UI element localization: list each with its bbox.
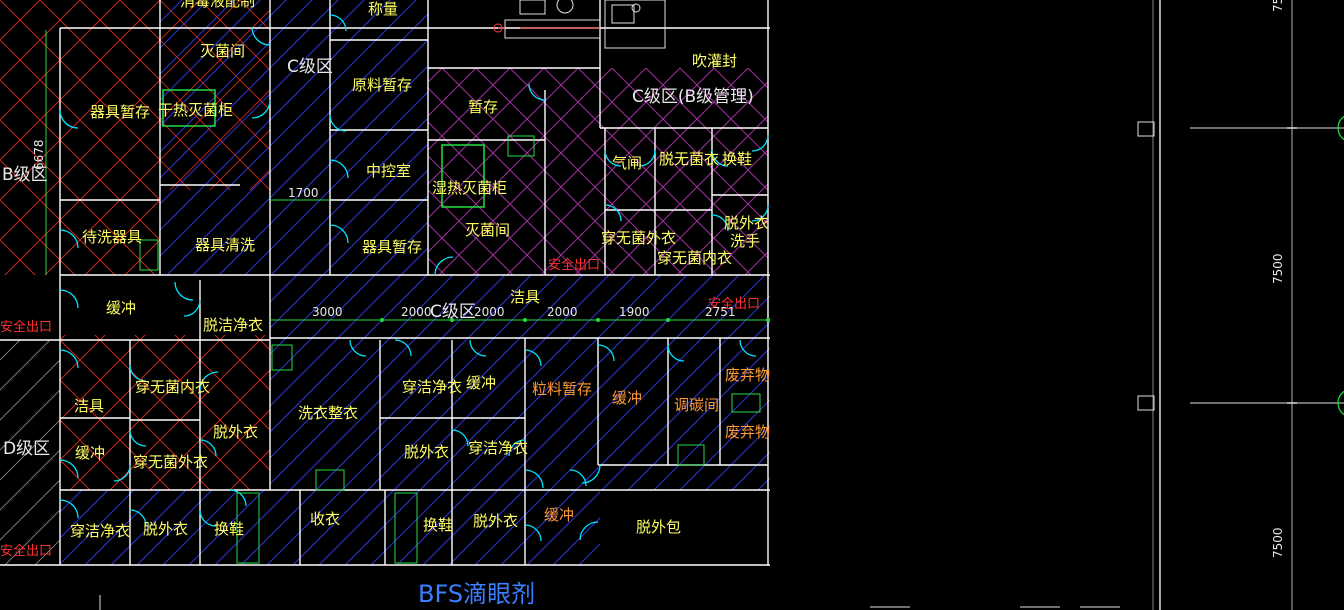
corridor-area [270,275,770,340]
shoe-bench-2 [394,492,418,564]
room-tool-store-1: 器具暂存 [90,103,150,121]
room-buffer-2: 缓冲 [75,444,105,462]
zone-fills [0,0,770,565]
dim-1900: 1900 [619,305,650,319]
dimension-lines [45,30,770,322]
dry-heat-cabinet-outline [162,89,216,127]
sink-6 [731,393,761,413]
room-labels: 消毒液配制 称量 灭菌间 器具暂存 干热灭菌柜 原料暂存 暂存 吹灌封 中控室 … [70,0,770,540]
dim-3000: 3000 [312,305,343,319]
sink-3 [271,344,293,371]
equipment [139,0,761,564]
room-pellet-store: 粒料暂存 [532,380,592,398]
dimension-labels: 1700 3000 2000 2000 2000 1900 2751 6678 … [32,0,1285,558]
zone-label-b: B级区 [2,165,48,185]
room-buffer-3: 缓冲 [466,374,496,392]
zone-label-c-b-managed: C级区(B级管理) [632,87,754,107]
room-buffer-5: 缓冲 [544,506,574,524]
room-undress-outer-2: 脱外衣 [404,443,449,461]
room-buffer-4: 缓冲 [612,389,642,407]
zone-labels: C级区 C级区(B级管理) B级区 C级区 D级区 [2,57,754,459]
room-dress-clean-3: 穿洁净衣 [70,522,130,540]
dim-1700: 1700 [288,186,319,200]
dim-6678: 6678 [32,139,46,170]
sink-2 [507,135,535,157]
room-sterilize-2: 灭菌间 [465,221,510,239]
drawing-title: BFS滴眼剂 [418,580,535,608]
bfs-machine [493,0,666,49]
room-change-shoes-2: 换鞋 [214,520,244,538]
right-grid [99,0,1344,610]
dim-2000a: 2000 [401,305,432,319]
doors [59,14,769,542]
sink-5 [677,444,705,466]
b-dressing-area [60,335,270,490]
walls [0,0,770,566]
exit-label-1: 安全出口 [0,319,52,335]
room-dress-sterile-outer: 穿无菌外衣 [601,229,676,247]
room-dress-sterile-outer-2: 穿无菌外衣 [133,453,208,471]
room-tools-to-wash: 待洗器具 [82,228,142,246]
room-disinfect: 消毒液配制 [180,0,255,10]
room-waste-2: 废弃物 [725,423,770,441]
room-undress-outer-3: 脱外衣 [143,520,188,538]
dim-2000b: 2000 [474,305,505,319]
shoe-bench-1 [236,492,260,564]
room-undress-outer-1: 脱外衣 [213,423,258,441]
room-undress-wash: 脱外衣洗手 [724,214,769,250]
room-unpack: 脱外包 [636,518,681,536]
room-tool-store-2: 器具暂存 [362,238,422,256]
moist-heat-cabinet-outline [441,144,485,208]
room-dress-sterile-inner-2: 穿无菌内衣 [135,378,210,396]
dim-7500a: 7500 [1271,0,1285,12]
room-cleaning-tools-top: 洁具 [510,288,540,306]
bottom-rooms-area [60,490,600,565]
zone-label-c-mid: C级区 [430,302,476,322]
room-weigh: 称量 [368,0,398,18]
room-airlock: 气闸 [612,154,642,172]
room-change-shoes-1: 换鞋 [722,150,752,168]
room-dry-heat-cabinet: 干热灭菌柜 [158,101,233,119]
zone-label-d: D级区 [3,439,50,459]
exit-label-3: 安全出口 [708,296,760,312]
room-cleaning-tools-left: 洁具 [74,397,104,415]
d-zone-area [0,340,60,565]
room-temp-store: 暂存 [468,98,498,116]
room-collect-clothes: 收衣 [310,510,340,528]
exit-labels: 安全出口 安全出口 安全出口 安全出口 [0,257,760,559]
room-dress-clean-1: 穿洁净衣 [402,378,462,396]
zone-label-c-top: C级区 [287,57,333,77]
room-waste-1: 废弃物 [725,366,770,384]
room-change-shoes-3: 换鞋 [423,516,453,534]
room-tool-washing: 器具清洗 [195,236,255,254]
dim-2751: 2751 [705,305,736,319]
dim-7500c: 7500 [1271,527,1285,558]
dim-2000c: 2000 [547,305,578,319]
room-buffer-1: 缓冲 [106,299,136,317]
room-moist-heat-cabinet: 湿热灭菌柜 [432,179,507,197]
room-dress-clean-2: 穿洁净衣 [468,439,528,457]
sink-1 [139,239,159,271]
sink-4 [315,469,345,491]
exit-label-2: 安全出口 [548,257,600,273]
room-mixing: 调碳间 [674,396,719,414]
room-undress-outer-4: 脱外衣 [473,512,518,530]
room-raw-store: 原料暂存 [352,76,412,94]
room-blow-fill-seal: 吹灌封 [692,52,737,70]
room-sterilize-1: 灭菌间 [200,42,245,60]
room-undress-sterile: 脱无菌衣 [659,150,719,168]
exit-label-4: 安全出口 [0,543,52,559]
room-control: 中控室 [366,162,411,180]
room-dress-sterile-inner: 穿无菌内衣 [657,249,732,267]
room-wash-clothes: 洗衣整衣 [298,404,358,422]
room-undress-clean: 脱洁净衣 [203,316,263,334]
b-zone-area [0,0,160,275]
dim-7500b: 7500 [1271,253,1285,284]
